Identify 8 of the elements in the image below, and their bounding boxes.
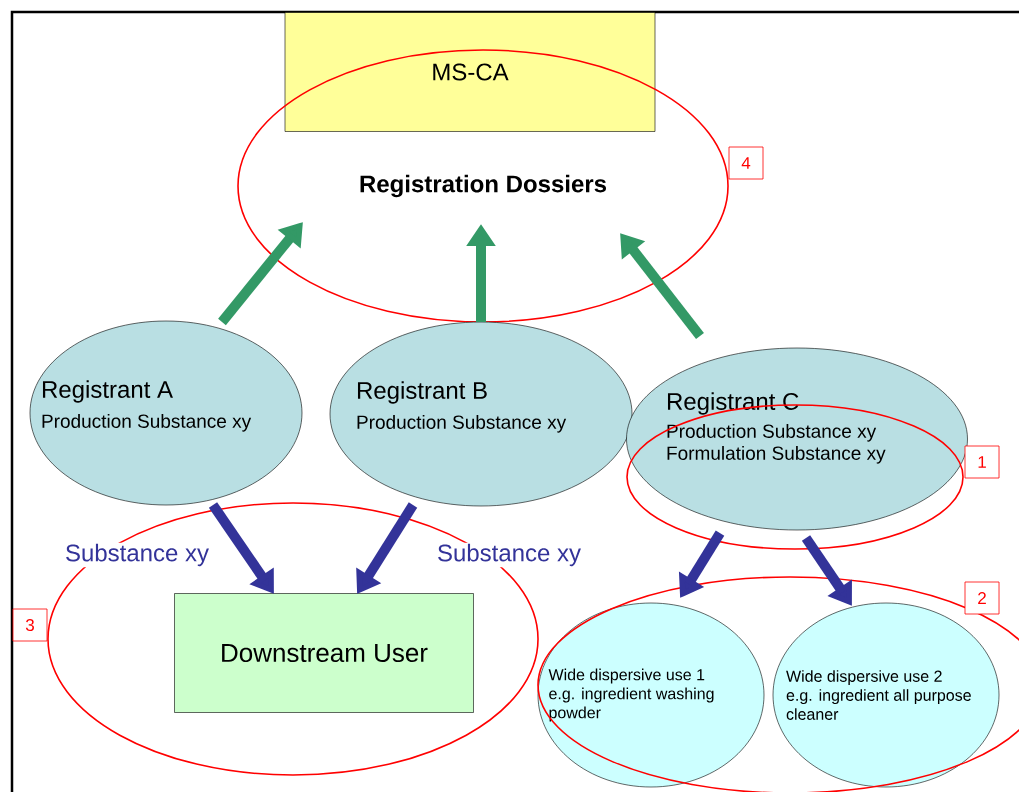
downstream-user-box: Downstream User xyxy=(174,593,474,713)
callout-number: 4 xyxy=(728,146,764,180)
edge-label: Substance xy xyxy=(435,542,583,568)
callout-number: 1 xyxy=(964,445,1000,479)
callout-number: 2 xyxy=(964,581,1000,615)
edge-label: Substance xy xyxy=(63,542,211,568)
authority-box: MS-CA xyxy=(284,12,656,132)
callout-number: 3 xyxy=(12,608,48,642)
